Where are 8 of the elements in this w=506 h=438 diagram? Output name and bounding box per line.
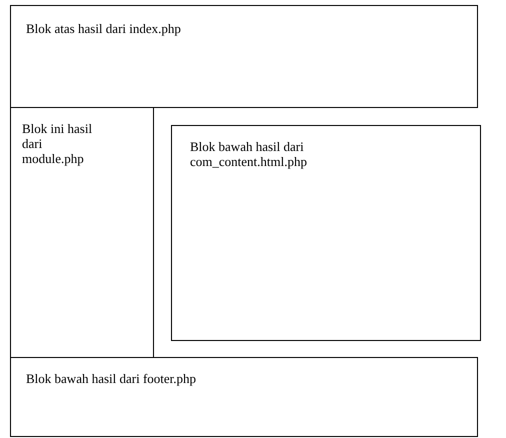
layout-block xyxy=(10,5,478,108)
layout-block xyxy=(10,357,478,437)
layout-block xyxy=(171,125,481,341)
block-label: Blok ini hasil dari module.php xyxy=(22,121,94,166)
block-label: Blok bawah hasil dari com_content.html.php xyxy=(190,139,308,169)
block-label: Blok atas hasil dari index.php xyxy=(26,21,182,36)
block-label: Blok bawah hasil dari footer.php xyxy=(26,371,198,386)
layout-block xyxy=(10,107,154,358)
